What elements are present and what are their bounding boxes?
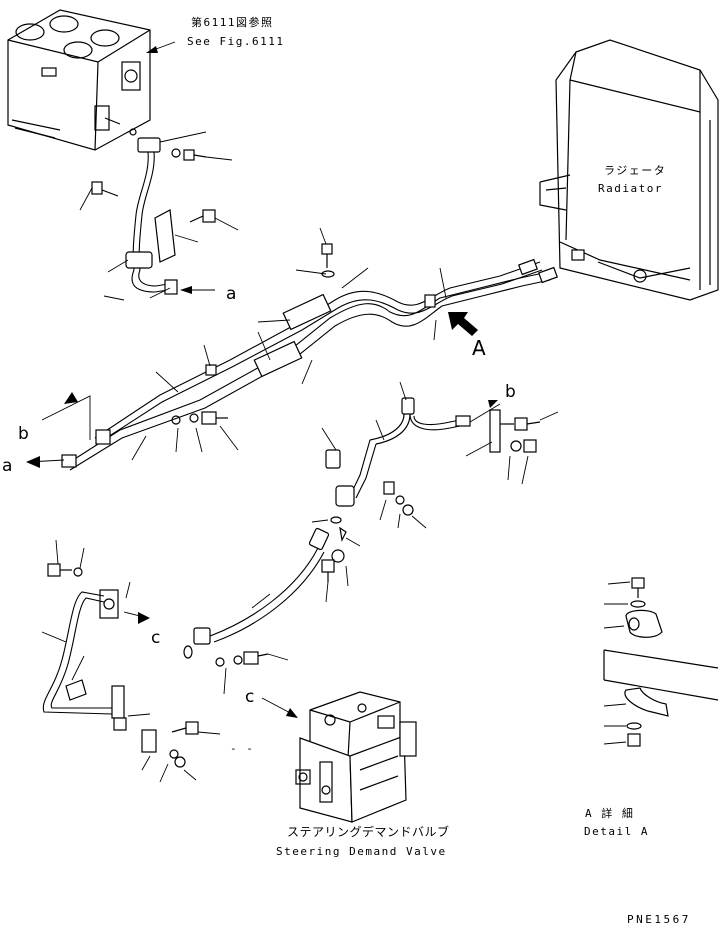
drawing-number: PNE1567 [627,913,691,926]
see-fig-reference-en: See Fig.6111 [187,35,285,48]
callout-letter-a-left: a [2,456,13,476]
flow-arrows-left [26,392,91,468]
reference-arrow [146,41,176,53]
dash-mark: - - [230,742,255,755]
detail-A [603,577,719,747]
callout-letter-b-left: b [18,424,29,444]
see-fig-reference-jp: 第6111図参照 [191,16,274,29]
radiator-label-en: Radiator [598,182,663,195]
callout-letter-a-top: a [226,284,237,304]
radiator-label-jp: ラジェータ [604,164,667,177]
hydraulic-tank [7,9,151,151]
view-arrow-A [448,312,478,336]
callout-letter-c-left: c [151,628,161,648]
detail-label-en: Detail A [584,825,649,838]
lower-left-tube [41,539,221,783]
valve-label-jp: ステアリングデマンドバルブ [287,825,450,839]
middle-right-tube [321,381,559,529]
steering-demand-valve [261,691,417,823]
valve-label-en: Steering Demand Valve [276,845,447,858]
callout-letter-c-valve: c [245,687,255,707]
detail-label-jp: A 詳 細 [585,807,635,820]
center-hose [123,516,361,695]
upper-left-tube [79,117,239,301]
callout-letter-A: A [472,336,486,360]
radiator [539,39,719,301]
callout-letter-b-right: b [505,382,516,402]
main-hose-lines [61,227,558,471]
